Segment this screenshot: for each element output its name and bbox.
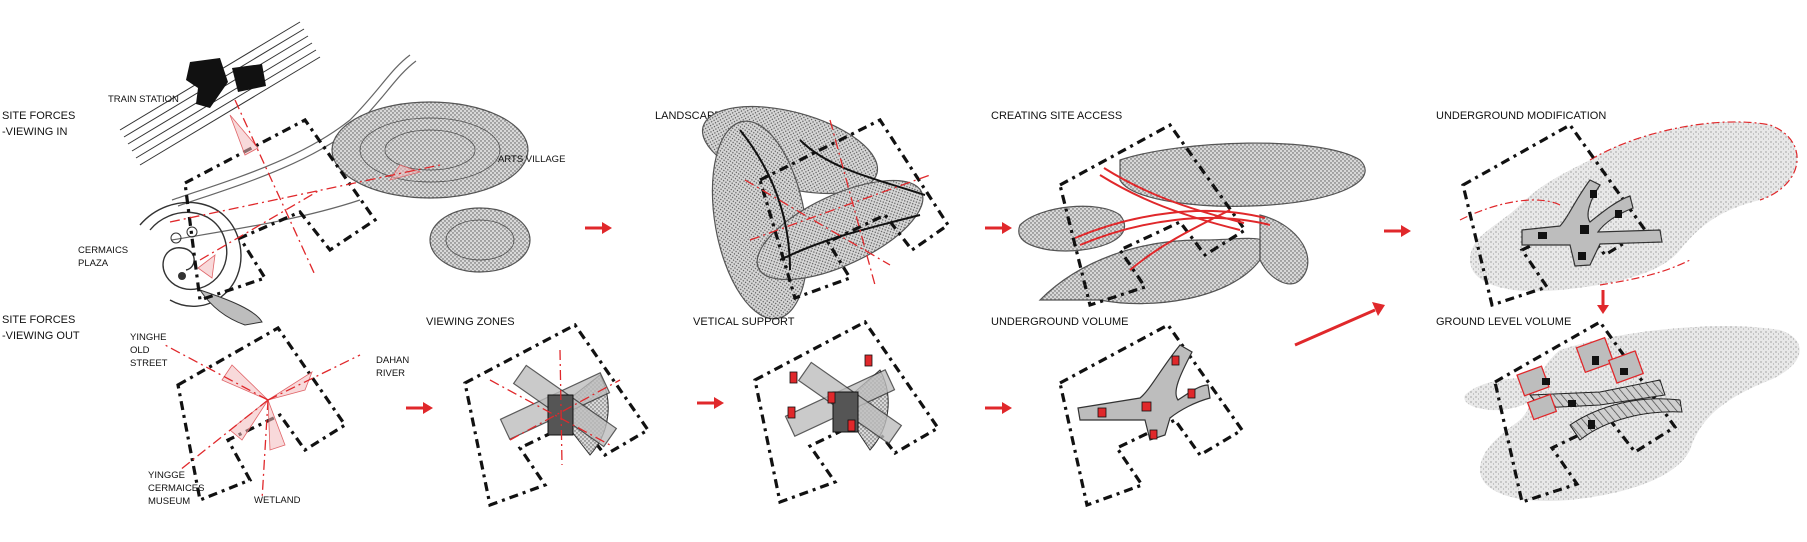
- site-forces-in-title-2: -VIEWING IN: [2, 126, 67, 138]
- arrow-5: [985, 402, 1012, 414]
- modified-y-volume: [1521, 179, 1663, 267]
- ground-level-volume-title: GROUND LEVEL VOLUME: [1436, 316, 1571, 328]
- underground-volume-title: UNDERGROUND VOLUME: [991, 316, 1129, 328]
- site-boundary-landscape: [758, 117, 951, 301]
- modification-columns: [1538, 190, 1622, 260]
- view-fan-museum: [229, 399, 269, 441]
- panel-viewing-zones: VIEWING ZONES: [426, 316, 651, 508]
- axis-station: [234, 99, 316, 276]
- axis-dahan: [267, 354, 361, 401]
- access-path-1: [1079, 216, 1271, 246]
- site-forces-out-title-1: SITE FORCES: [2, 314, 75, 326]
- arrow-3: [697, 397, 724, 409]
- train-station-block: [186, 58, 228, 108]
- arrow-1: [585, 222, 612, 234]
- ground-columns: [1542, 356, 1628, 429]
- view-fan-wetland: [267, 399, 286, 451]
- ceramics-plaza-label-2: PLAZA: [78, 258, 109, 269]
- axis-plaza: [199, 189, 321, 261]
- site-forces-out-title-2: -VIEWING OUT: [2, 330, 80, 342]
- view-fan-plaza: [197, 254, 216, 279]
- site-boundary: [183, 117, 378, 303]
- train-station-annex: [232, 64, 266, 92]
- panel-underground-volume: UNDERGROUND VOLUME: [991, 316, 1245, 508]
- underground-modification-title: UNDERGROUND MODIFICATION: [1436, 110, 1606, 122]
- site-boundary-underground: [1058, 322, 1245, 508]
- arrow-4: [985, 222, 1012, 234]
- yinghe-label-1: YINGHE: [130, 332, 166, 343]
- panel-site-forces-viewing-in: SITE FORCES -VIEWING IN TRAIN STATION AR…: [2, 21, 565, 326]
- dahan-label-2: RIVER: [376, 368, 405, 379]
- vertical-support-title: VETICAL SUPPORT: [693, 316, 795, 328]
- landform-stipple-upper: [1470, 121, 1798, 292]
- axis-village: [169, 164, 441, 223]
- arts-village-landform: [331, 101, 529, 199]
- view-fan-station: [229, 114, 259, 156]
- ceramics-plaza-label-1: CERMAICS: [78, 245, 128, 256]
- landform-north: [1119, 142, 1366, 207]
- site-boundary-out: [176, 325, 348, 503]
- site-boundary-modification: [1461, 122, 1648, 308]
- arts-village-label: ARTS VILLAGE: [498, 154, 565, 165]
- panel-landscape-generation: LANDSCAPE GENERATION: [655, 105, 951, 320]
- creating-site-access-title: CREATING SITE ACCESS: [991, 110, 1122, 122]
- panel-creating-site-access: CREATING SITE ACCESS: [991, 110, 1366, 308]
- wetland-label: WETLAND: [254, 495, 301, 506]
- ground-volumes: [1516, 336, 1645, 421]
- panel-vertical-support: VETICAL SUPPORT: [693, 316, 941, 505]
- panel-ground-level-volume: GROUND LEVEL VOLUME: [1436, 316, 1800, 505]
- view-fan-dahan: [267, 371, 313, 401]
- site-forces-in-title-1: SITE FORCES: [2, 110, 75, 122]
- underground-columns: [1097, 355, 1196, 440]
- access-path-2: [1099, 174, 1241, 231]
- site-boundary-access: [1058, 122, 1248, 308]
- museum-label-2: CERMAICES: [148, 483, 204, 494]
- museum-label-1: YINGGE: [148, 470, 185, 481]
- axis-wetland: [261, 399, 269, 501]
- yinghe-label-2: OLD: [130, 345, 150, 356]
- arrow-2: [406, 402, 433, 414]
- museum-label-3: MUSEUM: [148, 496, 190, 507]
- landform-west: [1018, 205, 1126, 252]
- arrow-6: [1384, 225, 1411, 237]
- arrow-down: [1597, 290, 1609, 314]
- ground-ramp-2: [1569, 398, 1683, 441]
- ceramics-plaza-spiral: [139, 201, 263, 326]
- underground-y-volume: [1077, 344, 1211, 441]
- support-columns: [787, 354, 873, 432]
- yinghe-label-3: STREET: [130, 358, 168, 369]
- train-station-label: TRAIN STATION: [108, 94, 179, 105]
- panel-underground-modification: UNDERGROUND MODIFICATION: [1436, 110, 1798, 308]
- viewing-zones-title: VIEWING ZONES: [426, 316, 515, 328]
- arrow-diagonal: [1294, 302, 1385, 347]
- view-fan-yinghe: [221, 364, 269, 401]
- dahan-label-1: DAHAN: [376, 355, 409, 366]
- landform-right: [756, 179, 924, 281]
- access-path-3: [1129, 209, 1231, 271]
- landform-south: [1038, 237, 1267, 305]
- panel-site-forces-viewing-out: SITE FORCES -VIEWING OUT YINGHE OLD STRE…: [2, 314, 409, 507]
- secondary-landform: [429, 207, 531, 273]
